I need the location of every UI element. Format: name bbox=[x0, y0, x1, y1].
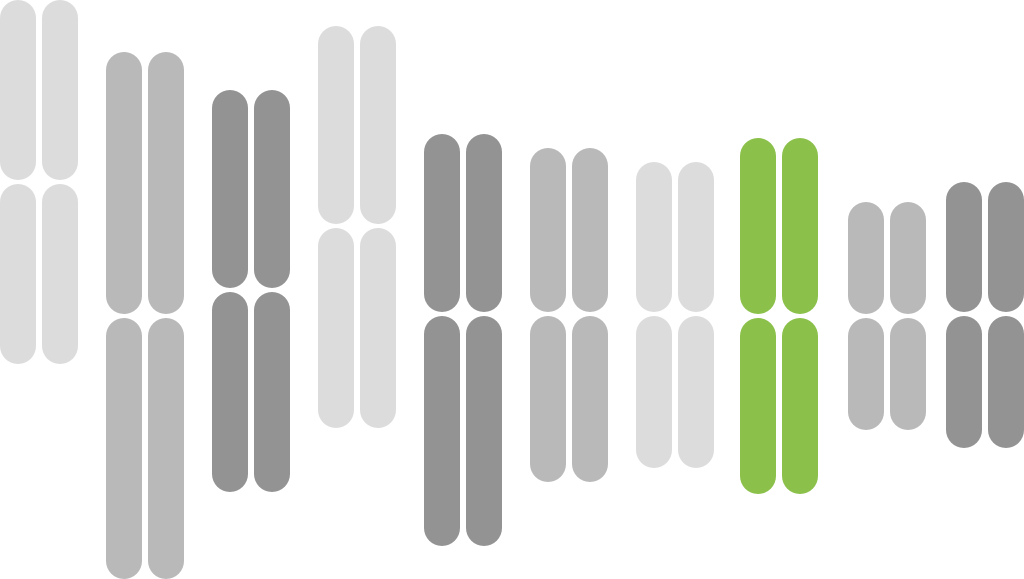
chromosome-4-chromatid-2-long-arm bbox=[360, 228, 396, 428]
chromosome-2-chromatid-2-long-arm bbox=[148, 318, 184, 579]
chromosome-4-chromatid-1-long-arm bbox=[318, 228, 354, 428]
chromosome-8-chromatid-2-long-arm bbox=[782, 318, 818, 494]
chromosome-6-chromatid-1-long-arm bbox=[530, 316, 566, 482]
chromosome-1-chromatid-2-short-arm bbox=[42, 0, 78, 180]
chromosome-pair-3 bbox=[212, 90, 290, 492]
chromosome-3-chromatid-1-long-arm bbox=[212, 292, 248, 492]
chromosome-9-chromatid-1-long-arm bbox=[848, 318, 884, 430]
chromosome-10-chromatid-1-long-arm bbox=[946, 316, 982, 448]
chromosome-5-chromatid-1-long-arm bbox=[424, 316, 460, 546]
chromosome-10-chromatid-2-long-arm bbox=[988, 316, 1024, 448]
chromosome-3-chromatid-1-short-arm bbox=[212, 90, 248, 288]
chromosome-9-chromatid-2-short-arm bbox=[890, 202, 926, 314]
chromosome-1-chromatid-2-long-arm bbox=[42, 184, 78, 364]
chromosome-2-chromatid-2-short-arm bbox=[148, 52, 184, 314]
chromosome-5-chromatid-1-short-arm bbox=[424, 134, 460, 312]
chromosome-3-chromatid-2-long-arm bbox=[254, 292, 290, 492]
chromosome-6-chromatid-2-long-arm bbox=[572, 316, 608, 482]
chromosome-8-chromatid-2-short-arm bbox=[782, 138, 818, 314]
chromosome-1-chromatid-1-short-arm bbox=[0, 0, 36, 180]
chromosome-pair-6 bbox=[530, 148, 608, 482]
chromosome-8-chromatid-1-long-arm bbox=[740, 318, 776, 494]
chromosome-2-chromatid-1-long-arm bbox=[106, 318, 142, 579]
chromosome-pair-1 bbox=[0, 0, 78, 364]
chromosome-7-chromatid-2-long-arm bbox=[678, 316, 714, 468]
chromosome-4-chromatid-2-short-arm bbox=[360, 26, 396, 224]
chromosome-pair-10 bbox=[946, 182, 1024, 448]
chromosome-6-chromatid-2-short-arm bbox=[572, 148, 608, 312]
chromosome-4-chromatid-1-short-arm bbox=[318, 26, 354, 224]
chromosome-5-chromatid-2-short-arm bbox=[466, 134, 502, 312]
chromosome-3-chromatid-2-short-arm bbox=[254, 90, 290, 288]
chromosome-10-chromatid-1-short-arm bbox=[946, 182, 982, 312]
chromosome-pair-9 bbox=[848, 202, 926, 430]
chromosome-pair-8 bbox=[740, 138, 818, 494]
chromosome-pair-4 bbox=[318, 26, 396, 428]
chromosome-pair-5 bbox=[424, 134, 502, 546]
chromosome-9-chromatid-2-long-arm bbox=[890, 318, 926, 430]
chromosome-pair-7 bbox=[636, 162, 714, 468]
chromosome-5-chromatid-2-long-arm bbox=[466, 316, 502, 546]
chromosome-10-chromatid-2-short-arm bbox=[988, 182, 1024, 312]
chromosome-1-chromatid-1-long-arm bbox=[0, 184, 36, 364]
chromosome-9-chromatid-1-short-arm bbox=[848, 202, 884, 314]
chromosome-7-chromatid-1-long-arm bbox=[636, 316, 672, 468]
chromosome-6-chromatid-1-short-arm bbox=[530, 148, 566, 312]
chromosome-7-chromatid-2-short-arm bbox=[678, 162, 714, 312]
chromosome-8-chromatid-1-short-arm bbox=[740, 138, 776, 314]
chromosome-pair-2 bbox=[106, 52, 184, 579]
chromosome-7-chromatid-1-short-arm bbox=[636, 162, 672, 312]
chromosome-2-chromatid-1-short-arm bbox=[106, 52, 142, 314]
